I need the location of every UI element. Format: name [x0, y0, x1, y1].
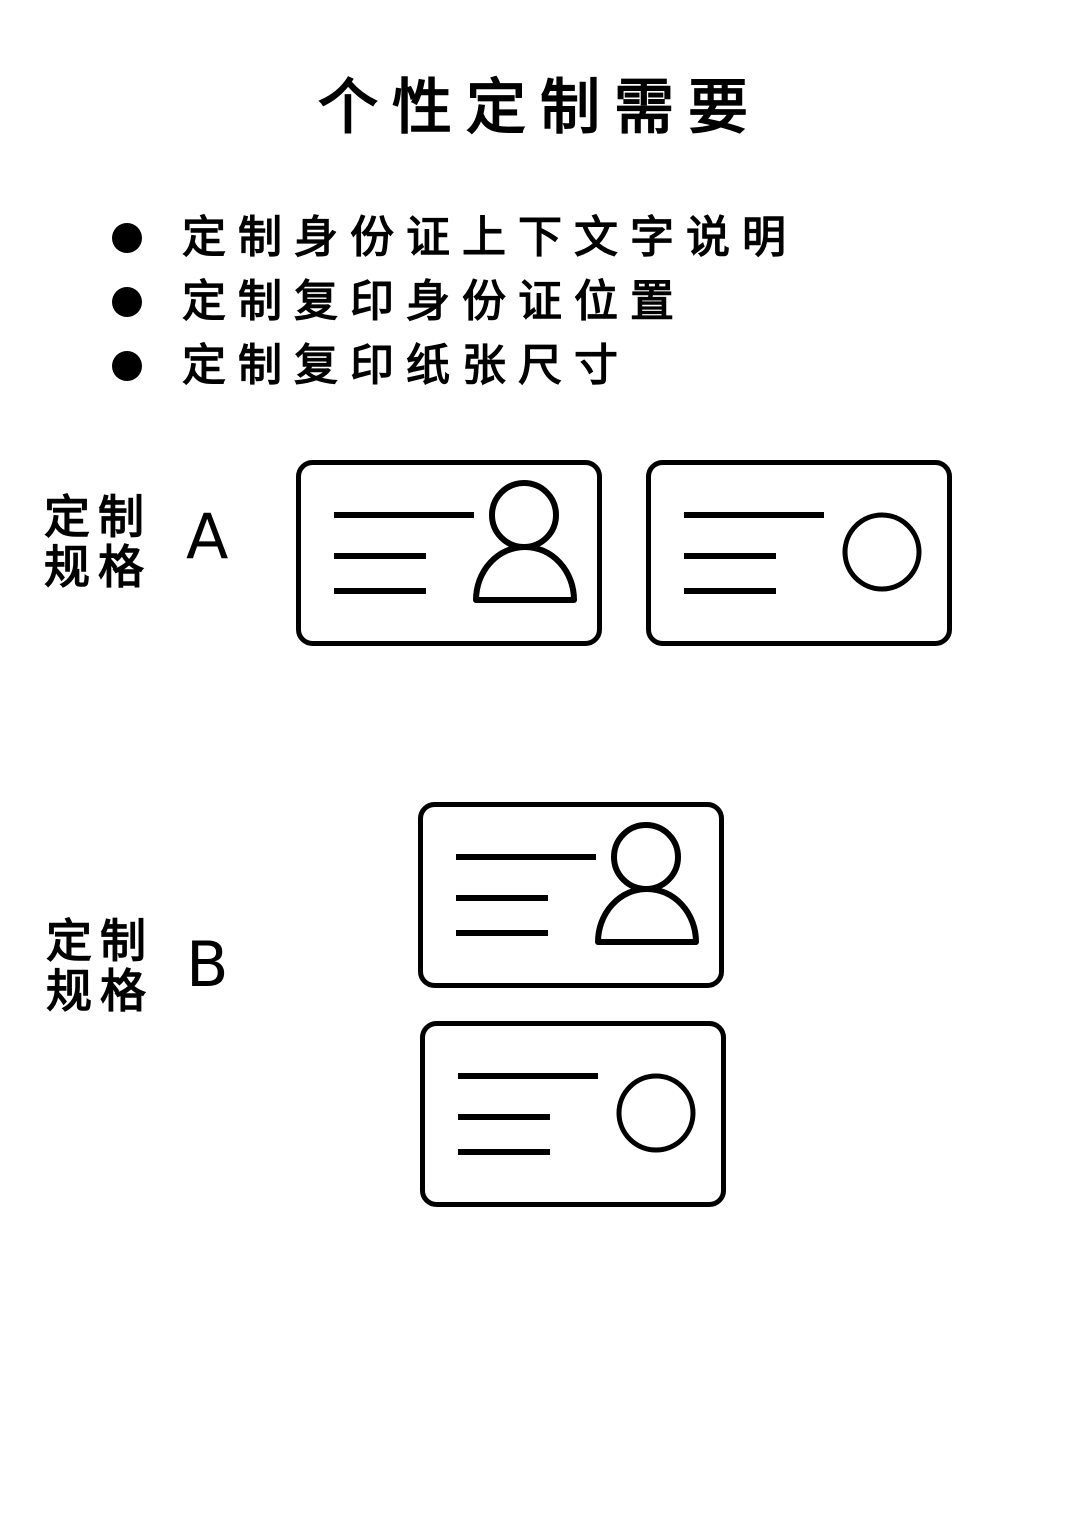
page-title: 个性定制需要	[318, 73, 762, 143]
bullet-icon	[112, 287, 142, 317]
spec-a-id-card-back	[646, 460, 952, 646]
id-card-emblem-icon	[420, 1021, 726, 1207]
id-card-portrait-icon	[296, 460, 602, 646]
requirement-text: 定制复印纸张尺寸	[182, 340, 630, 391]
person-icon	[595, 822, 699, 945]
bullet-icon	[112, 223, 142, 253]
requirement-text: 定制身份证上下文字说明	[182, 212, 798, 263]
person-icon	[473, 480, 577, 603]
list-item: 定制复印身份证位置	[112, 270, 798, 334]
bullet-icon	[112, 351, 142, 381]
spec-b-label: 定制 规格	[46, 916, 166, 1016]
list-item: 定制复印纸张尺寸	[112, 334, 798, 398]
spec-b-id-card-back	[420, 1021, 726, 1207]
spec-b-label-line2: 规格	[46, 964, 154, 1018]
requirements-list: 定制身份证上下文字说明 定制复印身份证位置 定制复印纸张尺寸	[112, 206, 798, 398]
circle-emblem-icon	[616, 1073, 696, 1153]
id-card-portrait-icon	[418, 802, 724, 988]
spec-b-label-line1: 定制	[46, 914, 154, 968]
spec-a-label-line2: 规格	[44, 540, 152, 594]
id-card-emblem-icon	[646, 460, 952, 646]
list-item: 定制身份证上下文字说明	[112, 206, 798, 270]
spec-a-id-card-front	[296, 460, 602, 646]
spec-b-id-card-front	[418, 802, 724, 988]
spec-a-letter: A	[186, 500, 229, 573]
spec-b-letter: B	[186, 928, 229, 1001]
requirement-text: 定制复印身份证位置	[182, 276, 686, 327]
spec-a-label-line1: 定制	[44, 490, 152, 544]
spec-a-label: 定制 规格	[44, 492, 164, 592]
circle-emblem-icon	[842, 512, 922, 592]
